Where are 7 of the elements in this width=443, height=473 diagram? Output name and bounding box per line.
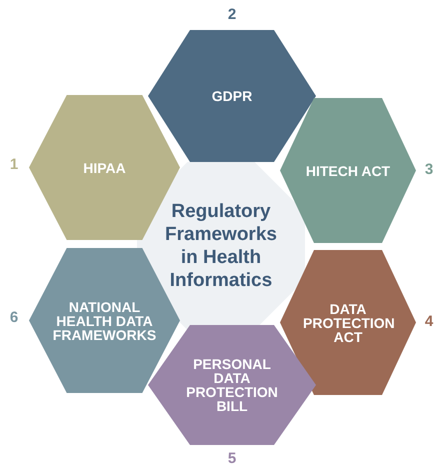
- framework-label: GDPR: [210, 89, 254, 103]
- central-title: Regulatory Frameworks in Health Informatics: [164, 200, 278, 292]
- framework-label: PERSONAL DATA PROTECTION BILL: [185, 357, 279, 413]
- framework-label: HIPAA: [82, 160, 127, 174]
- framework-label: NATIONAL HEALTH DATA FRAMEWORKS: [52, 300, 158, 342]
- framework-label: HITECH ACT: [304, 164, 392, 178]
- framework-label: DATA PROTECTION ACT: [303, 302, 393, 344]
